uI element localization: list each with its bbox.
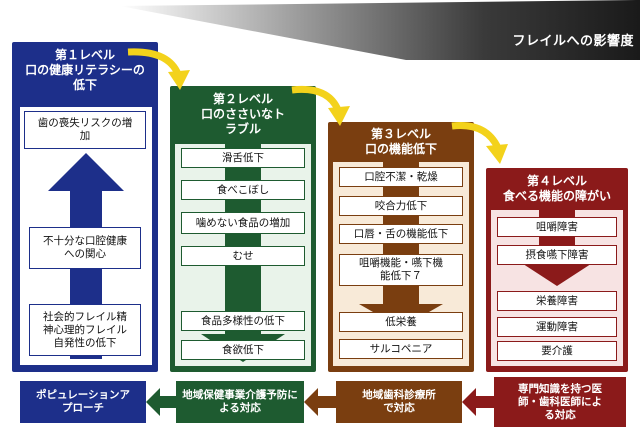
level-2-item-text: 食欲低下 bbox=[222, 343, 264, 356]
level-2-item: 食べこぼし bbox=[181, 180, 305, 200]
level-1-title-line2: 口の健康リテラシーの低下 bbox=[12, 63, 158, 93]
level-3-title-line1: 第３レベル bbox=[370, 127, 431, 141]
level-3-item: 咬合力低下 bbox=[339, 196, 463, 216]
level-3-title: 第３レベル 口の機能低下 bbox=[328, 127, 474, 157]
approach-population: ポピュレーションアプローチ bbox=[20, 381, 146, 423]
level-4-item-text: 栄養障害 bbox=[536, 294, 578, 307]
level-4-item-text: 要介護 bbox=[541, 344, 573, 357]
level-4-title-line1: 第４レベル bbox=[526, 174, 587, 188]
left-arrow-icon bbox=[146, 388, 176, 416]
yellow-curved-arrow-icon bbox=[291, 85, 350, 126]
level-4-item: 栄養障害 bbox=[497, 291, 617, 311]
level-3-item-text: サルコペニア bbox=[369, 342, 433, 355]
level-4-inner: 咀嚼障害 摂食嚥下障害 栄養障害 運動障害 要介護 bbox=[491, 210, 623, 366]
level-1-item-text: 社会的フレイル精神心理的フレイル自発性の低下 bbox=[43, 310, 127, 349]
level-1-item: 歯の喪失リスクの増加 bbox=[24, 111, 146, 149]
level-2-title: 第２レベル 口のささいなトラブル bbox=[170, 92, 316, 137]
influence-title: フレイルへの影響度 bbox=[512, 34, 634, 49]
level-3-item-text: 口唇・舌の機能低下 bbox=[353, 227, 449, 240]
level-3-item: 口唇・舌の機能低下 bbox=[339, 224, 463, 244]
level-4-item-text: 摂食嚥下障害 bbox=[525, 248, 589, 261]
level-3-panel: 第３レベル 口の機能低下 口腔不潔・乾燥 咬合力低下 口唇・舌の機能低下 咀嚼機… bbox=[328, 122, 474, 372]
approach-population-text: ポピュレーションアプローチ bbox=[35, 389, 131, 414]
level-2-item-text: 噛めない食品の増加 bbox=[195, 216, 291, 229]
level-2-title-line2: 口のささいなトラブル bbox=[170, 107, 316, 137]
left-arrow-icon bbox=[462, 388, 494, 416]
level-3-item-text: 咀嚼機能・嚥下機能低下７ bbox=[359, 257, 443, 282]
level-2-item-text: 滑舌低下 bbox=[222, 151, 264, 164]
approach-community-health: 地域保健事業介護予防による対応 bbox=[176, 381, 304, 423]
left-arrow-icon bbox=[304, 388, 336, 416]
level-4-item: 要介護 bbox=[497, 341, 617, 361]
level-1-inner: 歯の喪失リスクの増加 不十分な口腔健康への関心 社会的フレイル精神心理的フレイル… bbox=[19, 106, 153, 366]
approach-dental-clinic-text: 地域歯科診療所で対応 bbox=[362, 389, 436, 414]
level-3-item-text: 低栄養 bbox=[385, 315, 417, 328]
level-3-item: サルコペニア bbox=[339, 339, 463, 359]
level-3-item: 咀嚼機能・嚥下機能低下７ bbox=[339, 254, 463, 286]
level-1-item-text: 不十分な口腔健康への関心 bbox=[43, 235, 127, 260]
level-2-panel: 第２レベル 口のささいなトラブル 滑舌低下 食べこぼし 噛めない食品の増加 むせ… bbox=[170, 86, 316, 372]
approach-dental-clinic: 地域歯科診療所で対応 bbox=[336, 381, 462, 423]
level-2-item-text: 食品多様性の低下 bbox=[201, 314, 285, 327]
level-2-item: 食欲低下 bbox=[181, 340, 305, 360]
level-1-item: 社会的フレイル精神心理的フレイル自発性の低下 bbox=[29, 304, 141, 356]
level-4-item-text: 咀嚼障害 bbox=[536, 220, 578, 233]
level-3-item-text: 口腔不潔・乾燥 bbox=[364, 170, 438, 183]
level-3-down-arrow bbox=[359, 162, 443, 328]
level-2-item-text: むせ bbox=[232, 249, 254, 262]
level-4-item-text: 運動障害 bbox=[536, 320, 578, 333]
level-2-item-text: 食べこぼし bbox=[216, 183, 270, 196]
yellow-curved-arrow-icon bbox=[127, 48, 190, 90]
level-2-title-line1: 第２レベル bbox=[212, 92, 273, 106]
level-1-panel: 第１レベル 口の健康リテラシーの低下 歯の喪失リスクの増加 不十分な口腔健康への… bbox=[12, 42, 158, 372]
level-4-item: 咀嚼障害 bbox=[497, 217, 617, 237]
level-2-item: 噛めない食品の増加 bbox=[181, 212, 305, 234]
level-3-item-text: 咬合力低下 bbox=[374, 199, 428, 212]
level-1-title: 第１レベル 口の健康リテラシーの低下 bbox=[12, 48, 158, 93]
level-1-item: 不十分な口腔健康への関心 bbox=[29, 227, 141, 269]
approach-community-health-text: 地域保健事業介護予防による対応 bbox=[182, 389, 298, 414]
level-2-item: 食品多様性の低下 bbox=[181, 311, 305, 331]
level-2-item: むせ bbox=[181, 246, 305, 266]
level-3-inner: 口腔不潔・乾燥 咬合力低下 口唇・舌の機能低下 咀嚼機能・嚥下機能低下７ 低栄養… bbox=[333, 162, 469, 366]
approach-specialist-text: 専門知識を持つ医師・歯科医師による対応 bbox=[518, 382, 602, 421]
yellow-curved-arrow-icon bbox=[451, 121, 508, 164]
level-4-title: 第４レベル 食べる機能の障がい bbox=[486, 174, 628, 204]
level-1-item-text: 歯の喪失リスクの増加 bbox=[37, 117, 133, 142]
level-3-item: 口腔不潔・乾燥 bbox=[339, 167, 463, 187]
level-4-title-line2: 食べる機能の障がい bbox=[502, 189, 611, 203]
level-4-item: 運動障害 bbox=[497, 317, 617, 337]
level-1-title-line1: 第１レベル bbox=[54, 48, 115, 62]
level-4-item: 摂食嚥下障害 bbox=[497, 245, 617, 265]
approach-specialist: 専門知識を持つ医師・歯科医師による対応 bbox=[494, 377, 626, 427]
level-2-title-text: 口のささいなトラブル bbox=[200, 107, 285, 136]
level-2-item: 滑舌低下 bbox=[181, 148, 305, 168]
level-1-title-text: 口の健康リテラシーの低下 bbox=[25, 63, 145, 92]
level-4-panel: 第４レベル 食べる機能の障がい 咀嚼障害 摂食嚥下障害 栄養障害 運動障害 要介… bbox=[486, 168, 628, 372]
level-3-title-line2: 口の機能低下 bbox=[364, 142, 437, 156]
level-3-item: 低栄養 bbox=[339, 312, 463, 332]
level-2-inner: 滑舌低下 食べこぼし 噛めない食品の増加 むせ 食品多様性の低下 食欲低下 bbox=[175, 144, 311, 366]
